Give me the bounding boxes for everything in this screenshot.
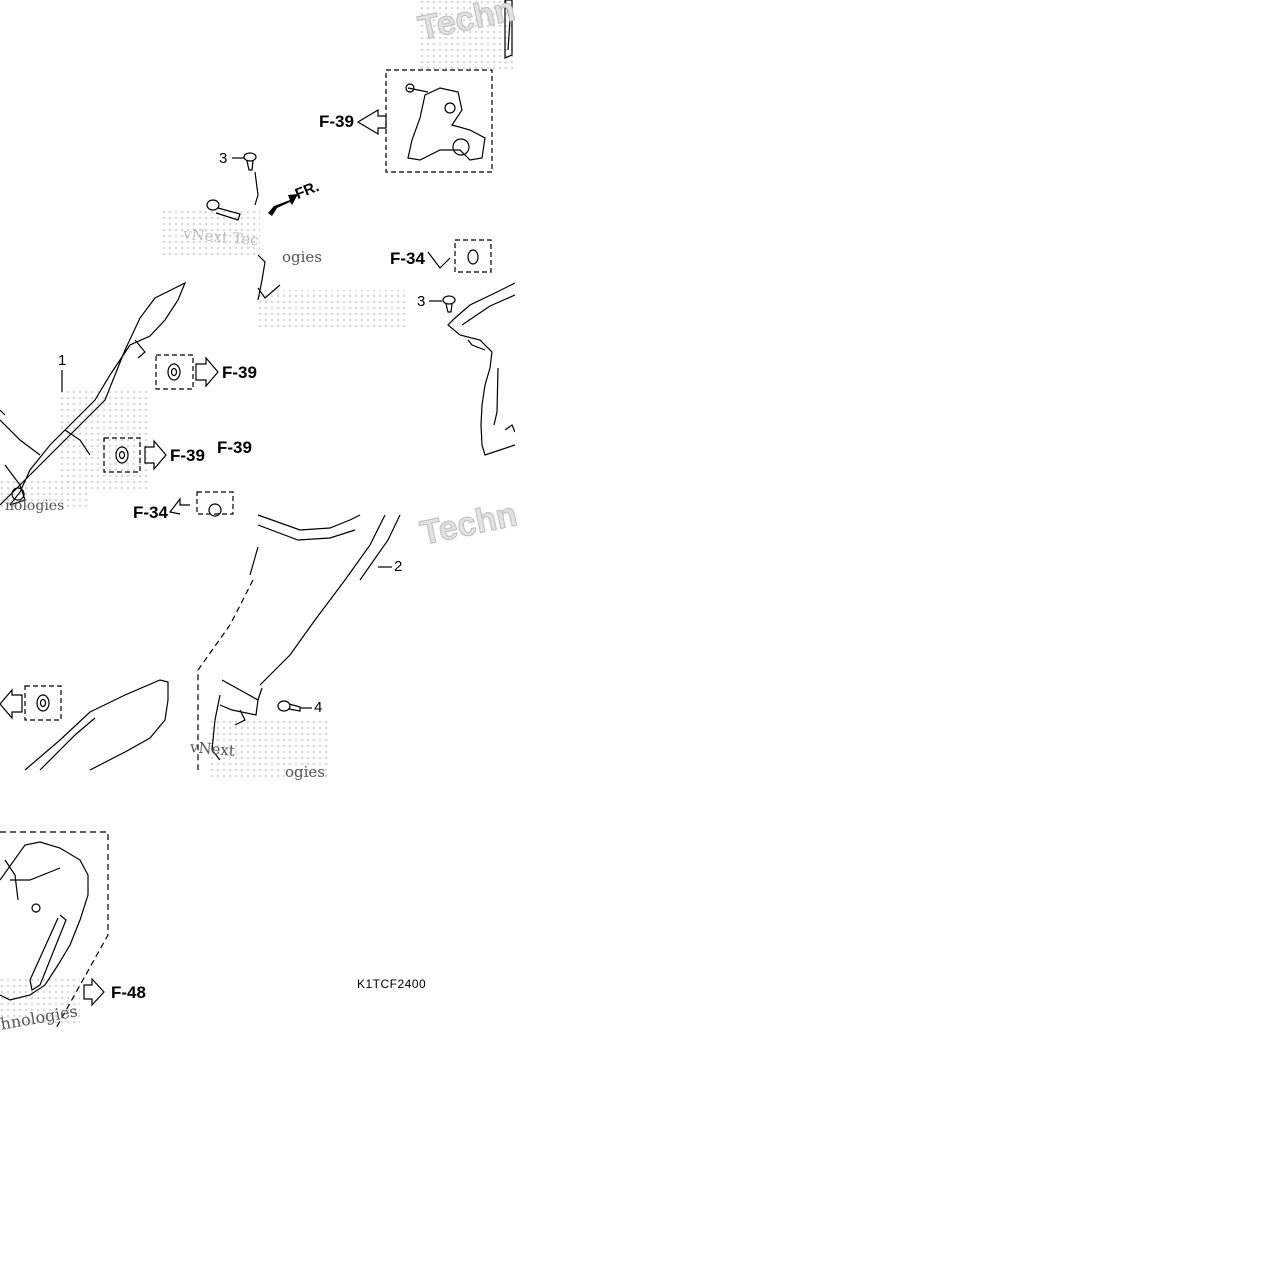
lower-side-cover <box>24 679 169 771</box>
part-2-side-rail <box>257 514 361 531</box>
part-1-side-cover <box>0 281 187 506</box>
grommet-box-5 <box>24 685 62 721</box>
watermark-halftone <box>0 0 515 1025</box>
grommet-box-1 <box>155 354 194 390</box>
bolt-4 <box>277 700 312 712</box>
ref-label-f34: F-34 <box>133 503 168 522</box>
ref-arrow-f34-1 <box>168 497 190 515</box>
ref-arrow-left <box>0 688 23 720</box>
part-number-3: 3 <box>219 150 228 167</box>
part-number-2: 2 <box>394 558 403 575</box>
dashed-guide <box>197 579 254 770</box>
ref-label-f39: F-39 <box>222 363 257 382</box>
stay-bracket <box>407 87 486 161</box>
ref-label-f39: F-39 <box>319 112 354 131</box>
screw-3-top <box>232 152 259 206</box>
screw-bolt-left <box>206 199 241 221</box>
screw-3-right <box>429 295 456 313</box>
grommet-box-4 <box>454 239 492 273</box>
ref-arrow-f39-top <box>356 108 387 136</box>
ref-arrow-f34-top <box>427 251 451 269</box>
tail-cover <box>0 841 89 1001</box>
rear-fender-panel <box>447 282 516 456</box>
part-number-4: 4 <box>314 699 323 716</box>
tail-cover-box <box>0 831 109 1031</box>
ref-label-f39: F-39 <box>170 446 205 465</box>
top-right-panel-edge <box>504 0 513 59</box>
watermark-text: ogies <box>285 763 326 781</box>
ref-arrow-f39-1 <box>195 356 219 388</box>
ref-label-f48: F-48 <box>111 983 146 1002</box>
watermark-text: vNext <box>189 738 236 760</box>
ref-label-f39: F-39 <box>217 438 252 457</box>
watermark-text: ogies <box>282 248 323 266</box>
grommet-box-3 <box>196 491 234 515</box>
ref-arrow-f48 <box>83 977 105 1007</box>
ref-arrow-f39-2 <box>144 439 167 471</box>
ref-label-f34: F-34 <box>390 249 425 268</box>
part-number-3: 3 <box>417 293 426 310</box>
grommet-box-2 <box>103 437 141 473</box>
stay-bracket-box <box>385 69 493 173</box>
part-number-1: 1 <box>58 352 67 369</box>
watermark-text: nologies <box>5 498 65 514</box>
drawing-code: K1TCF2400 <box>357 977 427 991</box>
front-direction-arrow <box>268 194 298 216</box>
